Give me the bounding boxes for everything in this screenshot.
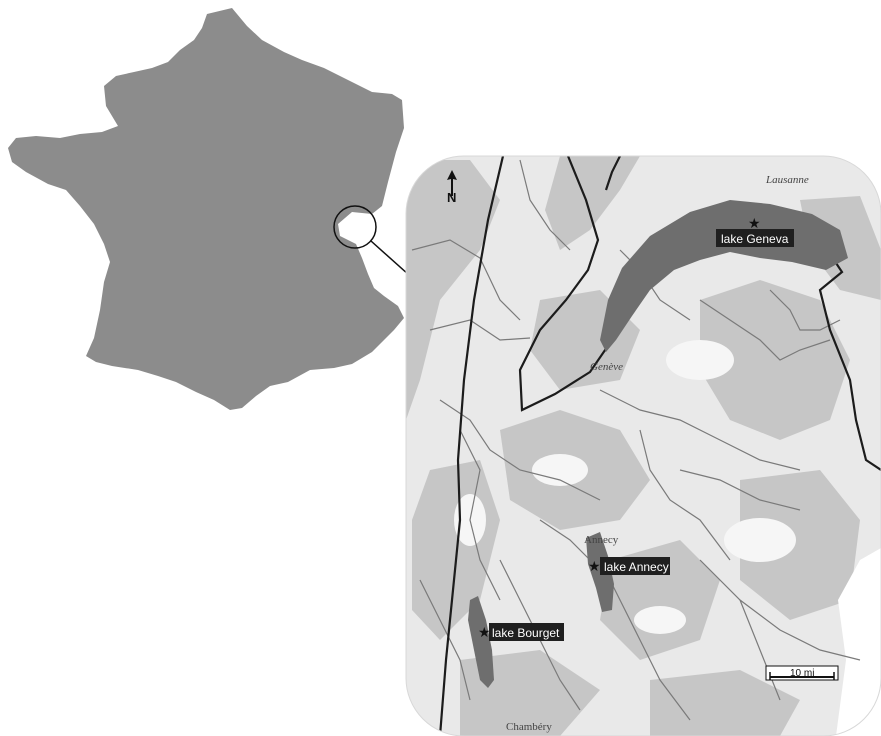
scale-bar: 10 mi [765, 665, 839, 681]
lake-bourget-shape [468, 596, 494, 688]
france-silhouette [8, 8, 404, 410]
outside-area [836, 548, 881, 736]
lake-annecy-marker-icon: ★ [588, 558, 601, 574]
place-labels: Lausanne Genève Annecy Chambéry [506, 174, 809, 733]
lake-geneva-label: lake Geneva [721, 232, 789, 246]
lakes-inset-map: Lausanne Genève Annecy Chambéry ★ lake G… [406, 156, 881, 736]
north-arrow-icon: N [447, 170, 457, 205]
alps-highlight-circle [333, 205, 377, 249]
place-label-lausanne: Lausanne [765, 174, 809, 186]
lake-bourget-marker-icon: ★ [478, 624, 491, 640]
lake-annecy-label: lake Annecy [604, 560, 669, 574]
lake-annecy-tag [600, 557, 670, 575]
lake-geneva-marker-icon: ★ [748, 215, 761, 231]
place-label-chambery: Chambéry [506, 721, 552, 733]
france-overview-map [8, 8, 429, 410]
scale-bar-label: 10 mi [790, 668, 814, 679]
inset-frame [405, 155, 881, 736]
place-label-geneve: Genève [590, 361, 623, 373]
place-label-annecy: Annecy [584, 534, 619, 546]
lake-geneva-tag [716, 229, 794, 247]
lake-tags: ★ lake Geneva ★ lake Annecy ★ lake Bourg… [478, 215, 794, 641]
lake-bourget-label: lake Bourget [492, 626, 560, 640]
lake-bourget-tag [489, 623, 564, 641]
north-arrow-label: N [447, 190, 456, 205]
